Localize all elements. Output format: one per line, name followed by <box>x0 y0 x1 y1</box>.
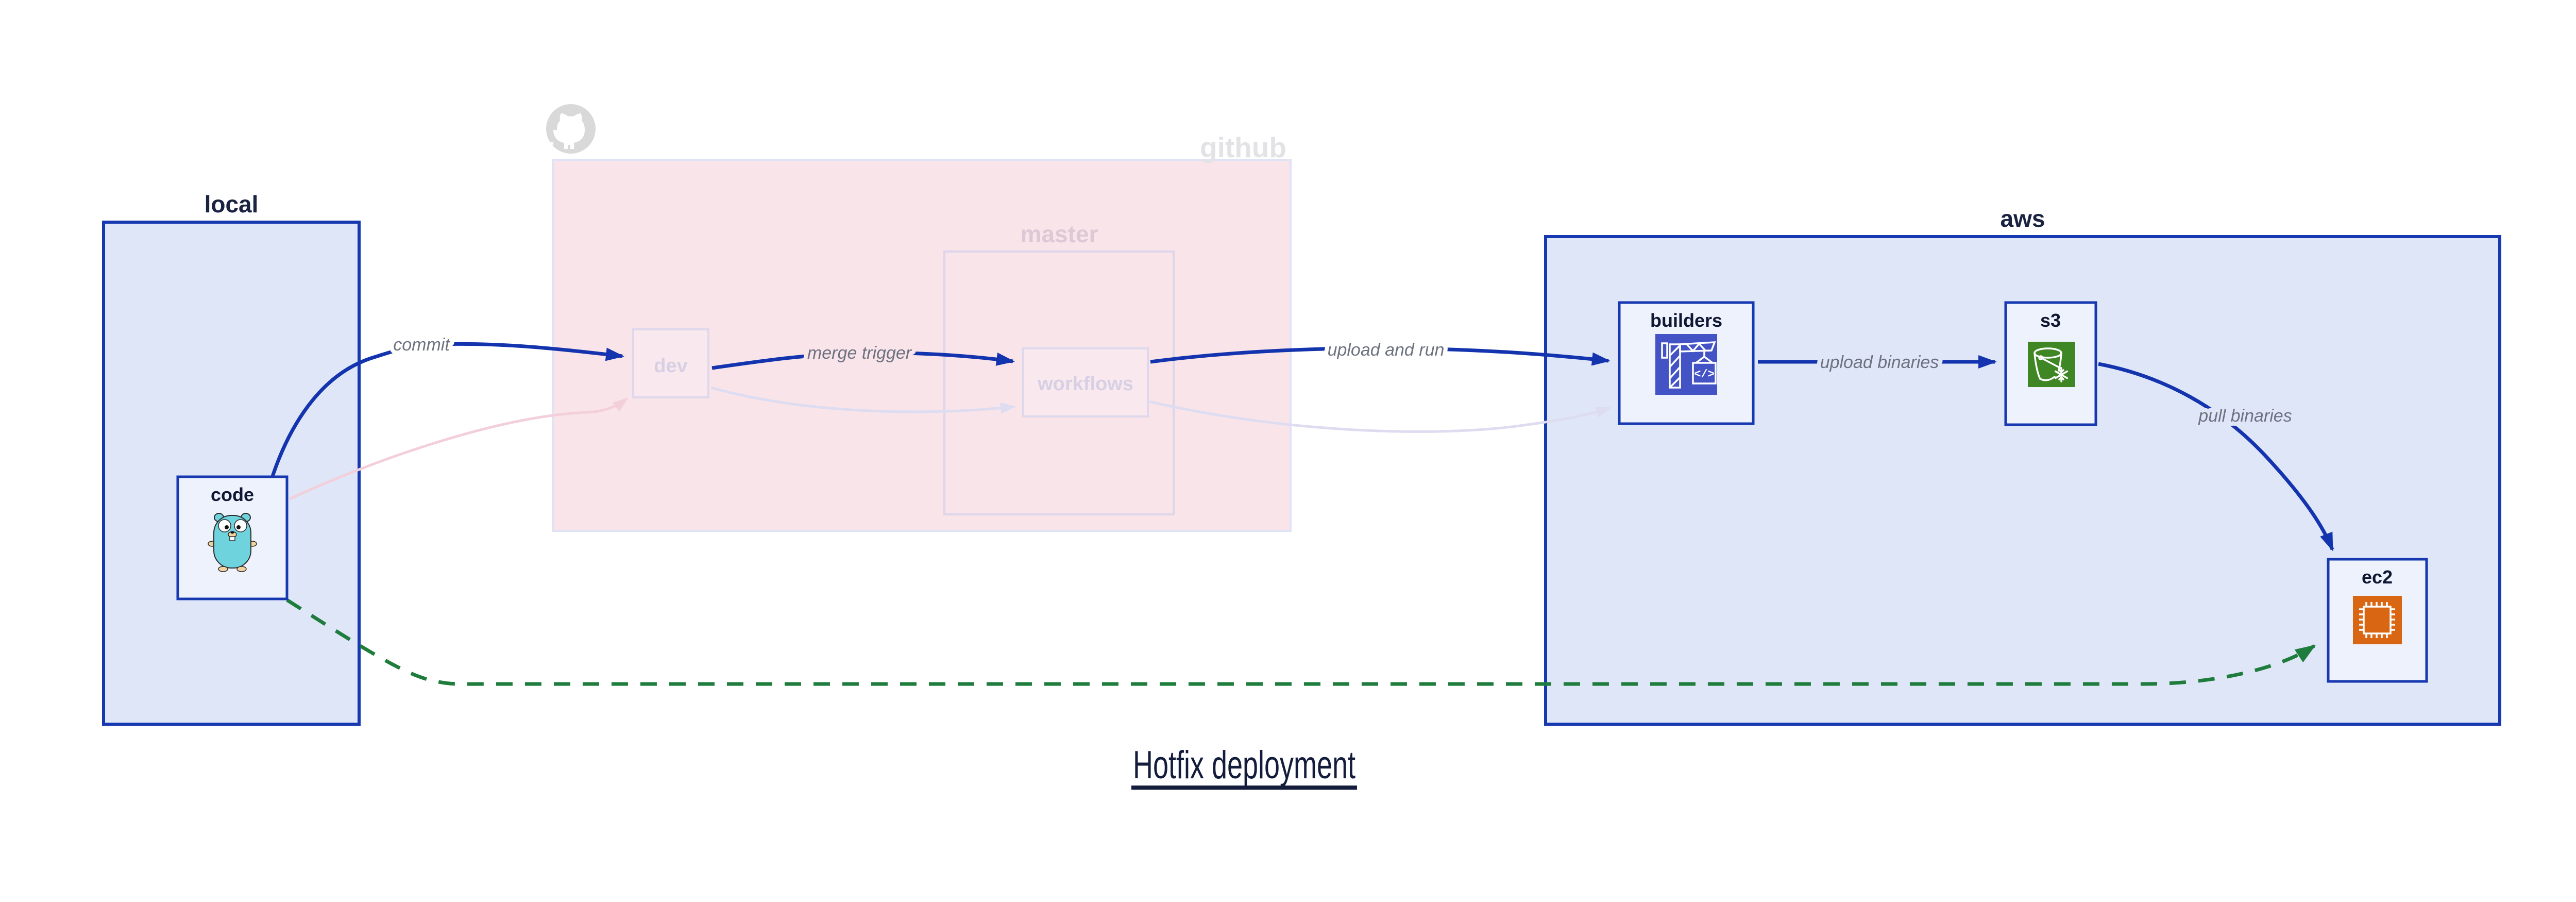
github-octocat-icon <box>545 104 596 154</box>
aws-s3-glacier-icon <box>2028 342 2075 387</box>
master-box <box>943 250 1175 515</box>
codebuild-code-glyph: </> <box>1694 368 1715 381</box>
group-local: local <box>102 191 361 726</box>
workflows-node-label: workflows <box>1037 373 1133 395</box>
blue-edges <box>270 342 2334 552</box>
github-group-label: github <box>1200 131 1286 163</box>
edge-label-pull-binaries: pull binaries <box>2198 406 2292 426</box>
node-s3: s3 <box>2004 301 2097 426</box>
edge-label-commit: commit <box>393 335 450 355</box>
edge-labels: commit merge trigger upload and run uplo… <box>389 331 2296 430</box>
diagram-title: Hotfix deployment <box>1131 743 1357 790</box>
aws-group-label: aws <box>2001 205 2045 232</box>
diagram-title-underline <box>1131 786 1357 790</box>
go-gopher-icon <box>208 513 257 572</box>
edge-commit <box>270 342 624 479</box>
edge-upload-and-run <box>1150 346 1611 366</box>
edge-faded-workflows-builders <box>1149 400 1612 433</box>
node-code: code <box>176 475 289 600</box>
ec2-node-label: ec2 <box>2362 566 2393 588</box>
edge-faded-code-dev <box>289 397 629 500</box>
edge-pull-binaries <box>2098 362 2334 552</box>
node-workflows: workflows <box>1022 347 1149 417</box>
faded-edges <box>289 386 1612 500</box>
builders-node-label: builders <box>1650 310 1722 331</box>
edge-merge-trigger <box>711 350 1015 370</box>
s3-node-label: s3 <box>2040 310 2061 331</box>
local-box <box>102 221 361 726</box>
edge-label-upload-and-run: upload and run <box>1328 340 1445 360</box>
edge-hotfix-dashed <box>286 598 2316 686</box>
group-github: github master <box>545 104 1292 532</box>
master-label: master <box>1021 221 1098 247</box>
diagram-title-text: Hotfix deployment <box>1133 743 1355 787</box>
local-group-label: local <box>205 191 259 218</box>
workflows-node-box <box>1022 347 1149 417</box>
node-builders: builders </> <box>1618 301 1755 425</box>
edge-label-merge-trigger: merge trigger <box>807 343 912 363</box>
edge-faded-dev-workflows <box>710 386 1016 414</box>
node-dev: dev <box>632 328 709 398</box>
aws-codebuild-icon: </> <box>1655 334 1717 395</box>
dev-node-box <box>632 328 709 398</box>
dev-node-label: dev <box>654 355 687 377</box>
edge-label-upload-binaries: upload binaries <box>1820 353 1939 372</box>
aws-ec2-icon <box>2353 596 2402 644</box>
code-node-label: code <box>211 484 254 505</box>
node-ec2: ec2 <box>2327 558 2428 683</box>
